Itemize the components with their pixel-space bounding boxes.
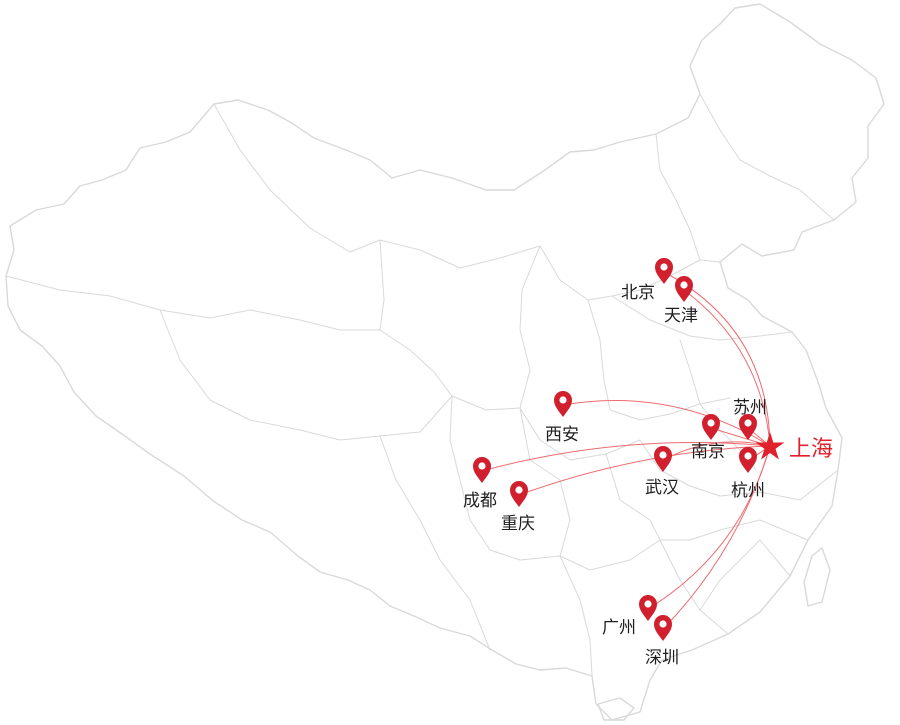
- border-line: [659, 539, 729, 635]
- city-label-hangzhou: 杭州: [731, 481, 765, 501]
- route-tianjin: [683, 289, 771, 447]
- border-line: [449, 395, 561, 561]
- route-chengdu: [481, 442, 771, 472]
- route-chongqing: [518, 445, 771, 496]
- border-line: [519, 407, 661, 571]
- route-shenzhen: [662, 445, 771, 630]
- city-label-nanjing: 南京: [691, 442, 725, 462]
- city-label-beijing: 北京: [621, 283, 655, 303]
- map-pin-icon[interactable]: [639, 595, 657, 621]
- route-guangzhou: [647, 445, 771, 610]
- star-icon: [755, 432, 785, 460]
- taiwan-outline: [803, 547, 831, 607]
- map-pin-icon[interactable]: [654, 615, 672, 641]
- city-label-xian: 西安: [545, 425, 579, 445]
- border-line: [5, 275, 381, 331]
- border-line: [519, 245, 641, 461]
- city-label-shenzhen: 深圳: [645, 648, 679, 668]
- city-label-tianjin: 天津: [664, 306, 698, 326]
- map-pin-icon[interactable]: [473, 457, 491, 483]
- country-outline: [5, 3, 885, 721]
- city-label-suzhou: 苏州: [733, 398, 767, 418]
- map-pin-icon[interactable]: [655, 258, 673, 284]
- border-line: [213, 103, 541, 269]
- hub-label: 上海: [789, 437, 833, 462]
- map-pin-icon[interactable]: [510, 481, 528, 507]
- route-arcs: [481, 271, 771, 630]
- map-pin-icon[interactable]: [702, 414, 720, 440]
- map-pin-icon[interactable]: [554, 391, 572, 417]
- city-label-chengdu: 成都: [463, 491, 497, 511]
- province-borders: [5, 3, 885, 721]
- border-line: [699, 93, 835, 221]
- city-pins: [473, 258, 757, 641]
- border-line: [605, 453, 809, 541]
- border-line: [379, 239, 521, 411]
- map-pin-icon[interactable]: [675, 276, 693, 302]
- border-line: [587, 299, 731, 421]
- hainan-outline: [597, 697, 635, 721]
- border-line: [159, 309, 453, 441]
- map-pin-icon[interactable]: [739, 414, 757, 440]
- city-label-guangzhou: 广州: [602, 618, 636, 638]
- border-line: [379, 435, 491, 651]
- border-line: [639, 439, 839, 501]
- border-line: [559, 555, 593, 677]
- city-label-wuhan: 武汉: [645, 478, 679, 498]
- border-line: [611, 295, 793, 341]
- hub-marker: 上海: [755, 432, 833, 462]
- border-line: [655, 133, 701, 261]
- map-pin-icon[interactable]: [654, 446, 672, 472]
- city-label-chongqing: 重庆: [501, 514, 535, 534]
- map-pin-icon[interactable]: [739, 447, 757, 473]
- border-line: [539, 245, 721, 301]
- border-line: [699, 539, 791, 611]
